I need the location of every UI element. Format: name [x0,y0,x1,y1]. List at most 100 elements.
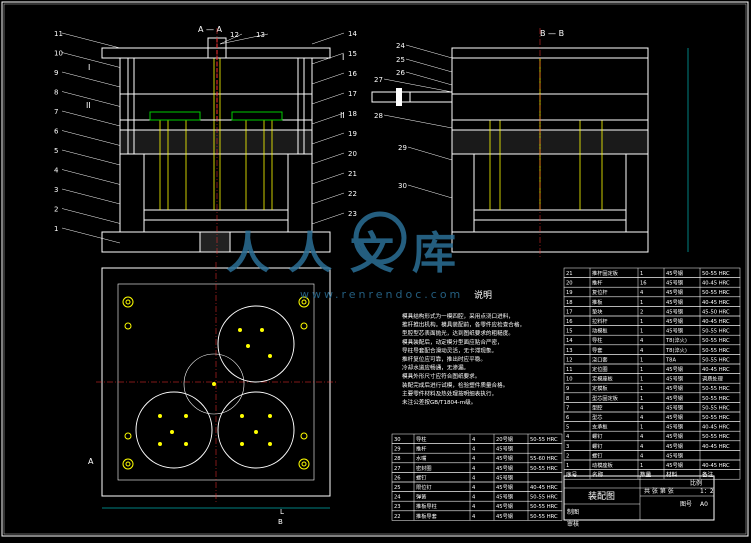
bom-cell: 50-55 HRC [530,495,558,501]
bom-cell: 拉料杆 [592,317,608,325]
balloon-number: 14 [348,30,357,38]
bom-cell: 推杆 [592,279,602,287]
notes-line: 未注公差按GB/T1804-m级。 [402,398,476,406]
ratio-value: 1：2 [700,488,714,495]
balloon-number: 16 [348,70,357,78]
bom-cell: 4 [640,405,644,411]
bom-cell: 50-55 HRC [702,271,730,277]
bom-cell: 45号钢 [666,279,683,287]
bom-cell: 40-45 HRC [702,425,730,431]
bom-cell: 45号钢 [496,483,513,491]
bom-cell: 15 [566,329,573,335]
bom-cell: 11 [566,367,573,373]
bom-cell: 1 [640,396,643,402]
section-a-view: A — A [86,25,345,258]
balloon-number: 2 [54,206,58,214]
notes-line: 模具结构形式为一模四腔，采用点浇口进料， [402,312,514,320]
bom-cell: 45号钢 [666,269,683,277]
bom-cell: 50-55 HRC [702,290,730,296]
bom-cell: 1 [640,386,643,392]
bom-cell: 4 [640,444,644,450]
bom-cell: 40-45 HRC [702,319,730,325]
bom-cell: T8A [665,357,676,363]
cut-i-label: I [88,63,90,72]
balloon-number: 7 [54,108,58,116]
sheet-label: 共 张 第 张 [644,487,674,495]
bom-cell: 4 [472,475,476,481]
bom-cell: 5 [566,425,569,431]
bom-cell: 2 [566,453,569,459]
bom-cell: 45号钢 [496,454,513,462]
bom-cell: 45号钢 [666,298,683,306]
bom-cell: 动模座板 [592,461,614,469]
bom-cell: 13 [566,348,573,354]
bom-cell: 50-55 HRC [702,415,730,421]
balloon-number: 23 [348,210,357,218]
balloon-number: 9 [54,69,58,77]
bom-cell: 50-55 HRC [530,437,558,443]
bom-cell: 弹簧 [416,493,426,501]
bom-cell: 14 [566,338,573,344]
bom-cell: 18 [566,300,573,306]
bom-cell: 限位钉 [416,483,432,491]
bom-cell: 50-55 HRC [530,466,558,472]
bom-cell: 45号钢 [666,327,683,335]
balloon-number: 6 [54,128,59,136]
size-label: 图号 [680,501,692,508]
bom-cell: 4 [472,466,476,472]
balloon-number: 24 [396,42,405,50]
drawing-name: 装配图 [588,490,615,502]
balloon-number: 27 [374,76,383,84]
balloon-number: 10 [54,50,63,58]
bom-cell: T8(淬火) [665,346,687,354]
bom-cell: 4 [472,514,476,520]
size-value: A0 [700,501,708,508]
bom-cell: 50-55 HRC [702,338,730,344]
balloon-number: 29 [398,144,407,152]
watermark: 人人文库 www.renrendoc.com [226,211,463,301]
notes-line: 主要零件材料及热处理按明细表执行， [402,389,497,397]
watermark-logo-icon [353,211,407,265]
notes-line: 模具外形尺寸应符合图纸要求。 [402,372,480,380]
mark-b-label: B [278,518,283,526]
bom-cell: 10 [566,377,573,383]
bom-cell: 26 [394,475,401,481]
bom-cell: 4 [566,434,570,440]
bom-cell: 支承板 [592,423,608,431]
bom-cell: 螺钉 [592,442,602,450]
bom-cell: 27 [394,466,401,472]
bom-cell: 垫块 [592,307,603,315]
bom-cell: 9 [566,386,569,392]
inner-border [3,3,747,535]
bom-cell: 45号钢 [666,288,683,296]
plan-view: A L B [88,262,336,526]
bom-header: 名称 [592,471,604,479]
bom-cell: 50-55 HRC [702,386,730,392]
bom-header: 材料 [666,471,678,479]
bom-cell: 45号钢 [666,375,683,383]
bom-cell: 50-55 HRC [702,405,730,411]
watermark-url: www.renrendoc.com [300,288,463,301]
bom-cell: 40-45 HRC [702,367,730,373]
bom-cell: 45号钢 [666,403,683,411]
bom-cell: 密封圈 [416,464,432,472]
bom-cell: 型芯 [592,413,602,421]
bom-cell: 45号钢 [496,493,513,501]
bom-cell: 16 [566,319,573,325]
bom-cell: 45号钢 [496,473,513,481]
notes-title: 说明 [474,289,492,301]
bom-cell: 导柱 [592,336,602,344]
bom-cell: 2 [640,309,643,315]
bom-cell: 50-55 HRC [702,396,730,402]
bom-cell: 1 [640,357,643,363]
bom-cell: 型腔 [592,403,602,411]
section-b-view: B — B [371,28,689,258]
bom-cell: 45号钢 [666,307,683,315]
bom-header: 备注 [702,471,714,479]
bom-cell: 12 [566,357,573,363]
bom-cell: 55-60 HRC [530,456,558,462]
bom-cell: 45号钢 [666,394,683,402]
